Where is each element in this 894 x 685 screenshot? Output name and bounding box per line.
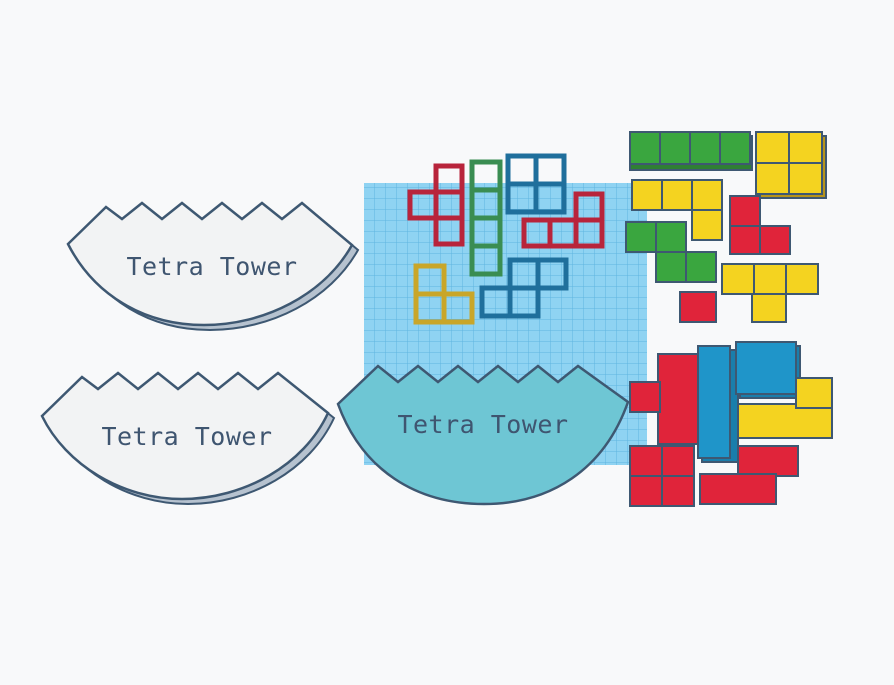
yellow-o-piece [755, 131, 827, 199]
large-yellow-l-piece [737, 377, 833, 439]
base-label-2: Tetra Tower [101, 422, 272, 451]
large-red-t-piece [629, 353, 699, 445]
solid-pieces-top-right [625, 131, 827, 323]
large-red-o-piece [629, 445, 695, 507]
base-label-1: Tetra Tower [126, 252, 297, 281]
large-red-s-piece [699, 445, 799, 505]
large-blue-i-piece [697, 345, 739, 463]
large-blue-o-piece [735, 341, 801, 399]
green-i-piece [629, 131, 753, 171]
outline-pieces [407, 153, 605, 325]
yellow-t-piece [631, 179, 723, 241]
base-label-3: Tetra Tower [397, 410, 568, 439]
red-z-piece [729, 195, 791, 255]
yellow-t-piece-2 [721, 263, 819, 323]
green-s-piece [625, 221, 717, 283]
tetra-tower-base-bottom-left: Tetra Tower [40, 371, 336, 506]
tetra-tower-base-top-left: Tetra Tower [66, 201, 360, 332]
tetra-tower-base-center: Tetra Tower [336, 364, 630, 506]
solid-pieces-bottom-right [629, 341, 833, 507]
red-single-block [679, 291, 717, 323]
